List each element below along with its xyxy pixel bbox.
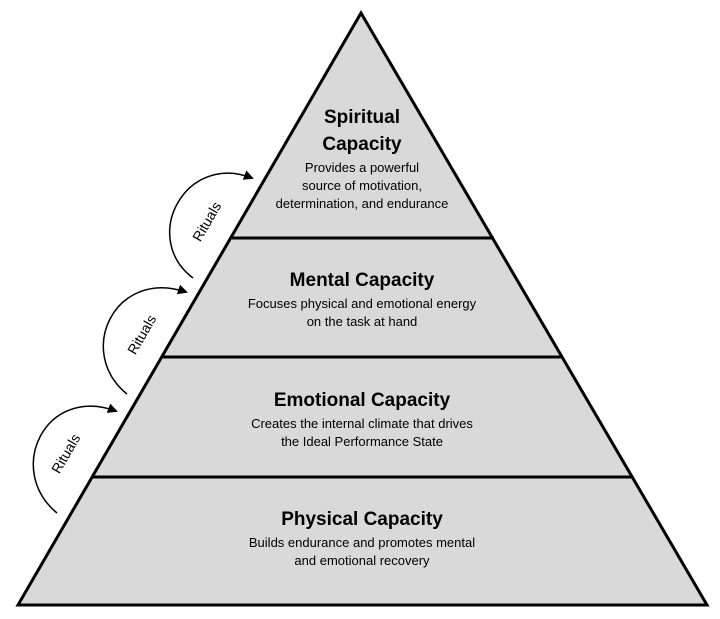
- ritual-label: Rituals: [48, 431, 83, 476]
- tier-description: the Ideal Performance State: [281, 434, 443, 449]
- tier-description: and emotional recovery: [294, 553, 430, 568]
- tier-description: Provides a powerful: [305, 160, 419, 175]
- tier-description: on the task at hand: [307, 314, 418, 329]
- curved-arrow: [168, 170, 254, 279]
- tier-physical: Physical Capacity Builds endurance and p…: [249, 509, 475, 568]
- ritual-label: Rituals: [124, 312, 159, 357]
- tier-description: Focuses physical and emotional energy: [248, 296, 477, 311]
- tier-description: source of motivation,: [302, 178, 422, 193]
- tier-spiritual: Spiritual Capacity Provides a powerful s…: [276, 107, 449, 211]
- curved-arrow: [102, 284, 188, 395]
- tier-title: Spiritual: [324, 107, 400, 128]
- curved-arrow: [32, 403, 118, 514]
- ritual-label: Rituals: [189, 199, 224, 244]
- tier-title: Capacity: [322, 134, 402, 155]
- tier-mental: Mental Capacity Focuses physical and emo…: [248, 270, 477, 329]
- pyramid-outline: [15, 10, 710, 607]
- tier-description: Builds endurance and promotes mental: [249, 535, 475, 550]
- tier-title: Mental Capacity: [290, 270, 435, 291]
- tier-emotional: Emotional Capacity Creates the internal …: [251, 390, 473, 449]
- tier-title: Emotional Capacity: [274, 390, 451, 411]
- tier-description: Creates the internal climate that drives: [251, 416, 473, 431]
- tier-description: determination, and endurance: [276, 196, 449, 211]
- tier-title: Physical Capacity: [281, 509, 443, 530]
